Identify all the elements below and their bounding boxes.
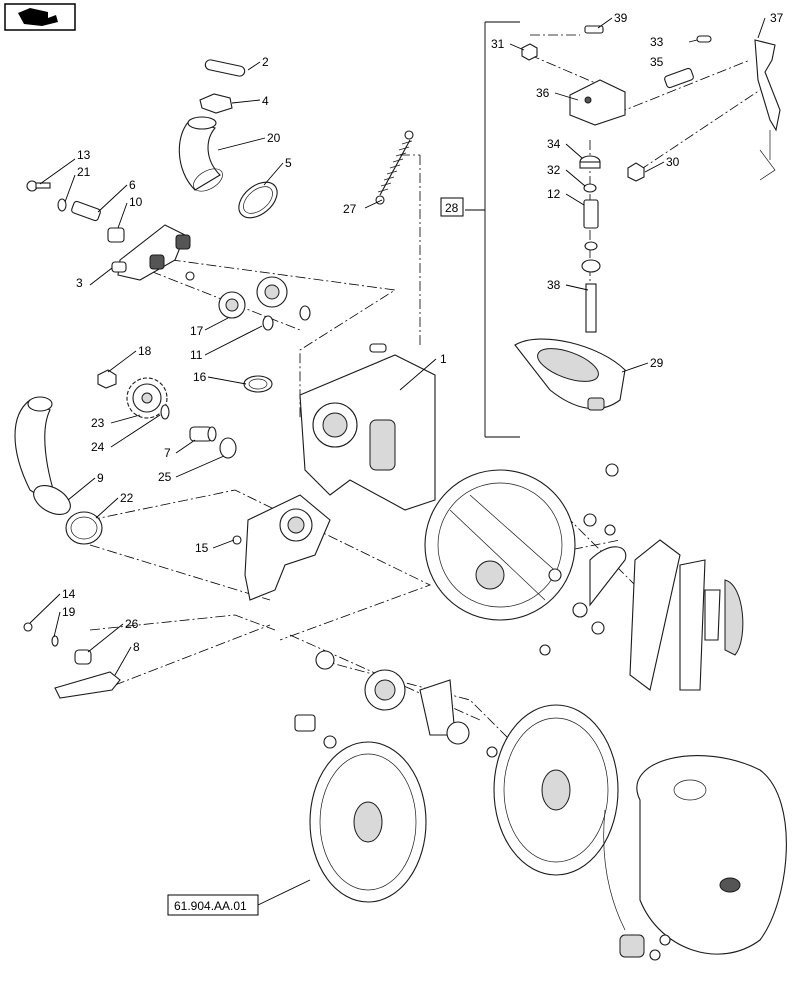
- callout-23: 23: [91, 416, 105, 430]
- callout-27: 27: [343, 202, 357, 216]
- part-arm-bracket-3: [111, 224, 191, 281]
- callout-6: 6: [129, 178, 136, 192]
- callout-3: 3: [76, 276, 83, 290]
- part-clip-24: [160, 404, 170, 420]
- part-sprocket-23: [126, 377, 168, 419]
- part-sprocket-assembly: [185, 271, 311, 331]
- callout-28-box[interactable]: 28: [440, 197, 464, 217]
- part-disc-left: [309, 741, 427, 903]
- reference-label-box[interactable]: 61.904.AA.01: [167, 894, 259, 916]
- callout-34: 34: [547, 137, 561, 151]
- part-sleeve-6: [71, 200, 101, 222]
- callout-19: 19: [62, 605, 76, 619]
- callout-26: 26: [125, 617, 139, 631]
- part-washer-21: [57, 198, 67, 212]
- callout-15: 15: [195, 541, 209, 555]
- callout-30: 30: [666, 155, 680, 169]
- callout-11: 11: [190, 348, 203, 362]
- callout-13: 13: [77, 148, 91, 162]
- callout-5: 5: [285, 156, 292, 170]
- part-meter-housing: [424, 469, 576, 621]
- part-washer-32: [583, 183, 597, 193]
- part-pin-33: [696, 35, 712, 43]
- part-ring-16: [243, 375, 273, 393]
- callout-32: 32: [547, 163, 561, 177]
- callout-1: 1: [440, 352, 447, 366]
- callout-24: 24: [91, 440, 105, 454]
- callout-18: 18: [138, 344, 152, 358]
- callout-7: 7: [164, 446, 171, 460]
- part-screw-39: [584, 25, 604, 34]
- part-spring-26: [74, 649, 92, 665]
- part-nut-18: [97, 369, 117, 389]
- callout-31: 31: [491, 37, 505, 51]
- callout-38: 38: [547, 278, 561, 292]
- callout-14: 14: [62, 587, 76, 601]
- callout-33: 33: [650, 35, 664, 49]
- part-nut-31: [521, 43, 538, 61]
- callout-39: 39: [614, 11, 628, 25]
- callout-29: 29: [650, 356, 664, 370]
- part-hose-9: [14, 396, 71, 515]
- callout-28: 28: [445, 201, 459, 215]
- part-o-ring: [238, 181, 278, 219]
- part-sleeve-12: [583, 199, 599, 229]
- part-elbow-tube: [178, 116, 223, 192]
- callout-labels: 2 4 20 5 13 21 6 10 3 27 17 11 18 16 23 …: [62, 11, 784, 916]
- callout-4: 4: [262, 94, 269, 108]
- part-ring-25: [219, 437, 237, 459]
- part-spacer-34: [579, 155, 601, 169]
- part-shaft-assembly: [294, 650, 498, 758]
- callout-17: 17: [190, 324, 204, 338]
- part-bolt-38: [585, 283, 597, 333]
- part-rod-37: [754, 39, 781, 181]
- part-sleeve-35: [664, 67, 694, 89]
- callout-35: 35: [650, 55, 664, 69]
- part-spring: [375, 130, 414, 205]
- next-page-arrow-icon[interactable]: [4, 3, 76, 31]
- callout-8: 8: [133, 640, 140, 654]
- part-ring-22: [65, 511, 103, 545]
- leader-lines: [29, 17, 766, 906]
- callout-16: 16: [193, 370, 207, 384]
- part-nut-30: [627, 162, 645, 182]
- part-bracket-15: [232, 494, 331, 601]
- callout-20: 20: [267, 131, 281, 145]
- part-hopper-29: [514, 338, 626, 411]
- part-pin: [204, 59, 246, 77]
- part-washer-19: [51, 635, 59, 647]
- part-bolt-13: [26, 180, 51, 192]
- part-nut: [199, 93, 233, 114]
- callout-2: 2: [262, 55, 269, 69]
- callout-12: 12: [547, 187, 561, 201]
- part-cover: [603, 755, 787, 961]
- callout-10: 10: [129, 195, 143, 209]
- callout-36: 36: [536, 86, 550, 100]
- part-disc-middle: [493, 704, 619, 876]
- part-lever-8: [54, 671, 121, 699]
- callout-21: 21: [77, 165, 91, 179]
- part-housing-plate-1: [299, 343, 436, 511]
- part-brush-strip: [589, 546, 627, 607]
- part-bushing-10: [107, 227, 125, 243]
- part-hardware-cluster: [539, 463, 619, 656]
- part-bushing-7: [189, 426, 217, 442]
- callout-37: 37: [770, 11, 784, 25]
- part-bracket-36: [569, 79, 626, 126]
- callout-22: 22: [120, 491, 134, 505]
- reference-label: 61.904.AA.01: [174, 899, 247, 913]
- part-washers-stack: [581, 241, 601, 273]
- part-small-bolt-14: [23, 622, 33, 632]
- part-seal-strips: [629, 539, 744, 691]
- callout-25: 25: [158, 470, 172, 484]
- callout-9: 9: [97, 471, 104, 485]
